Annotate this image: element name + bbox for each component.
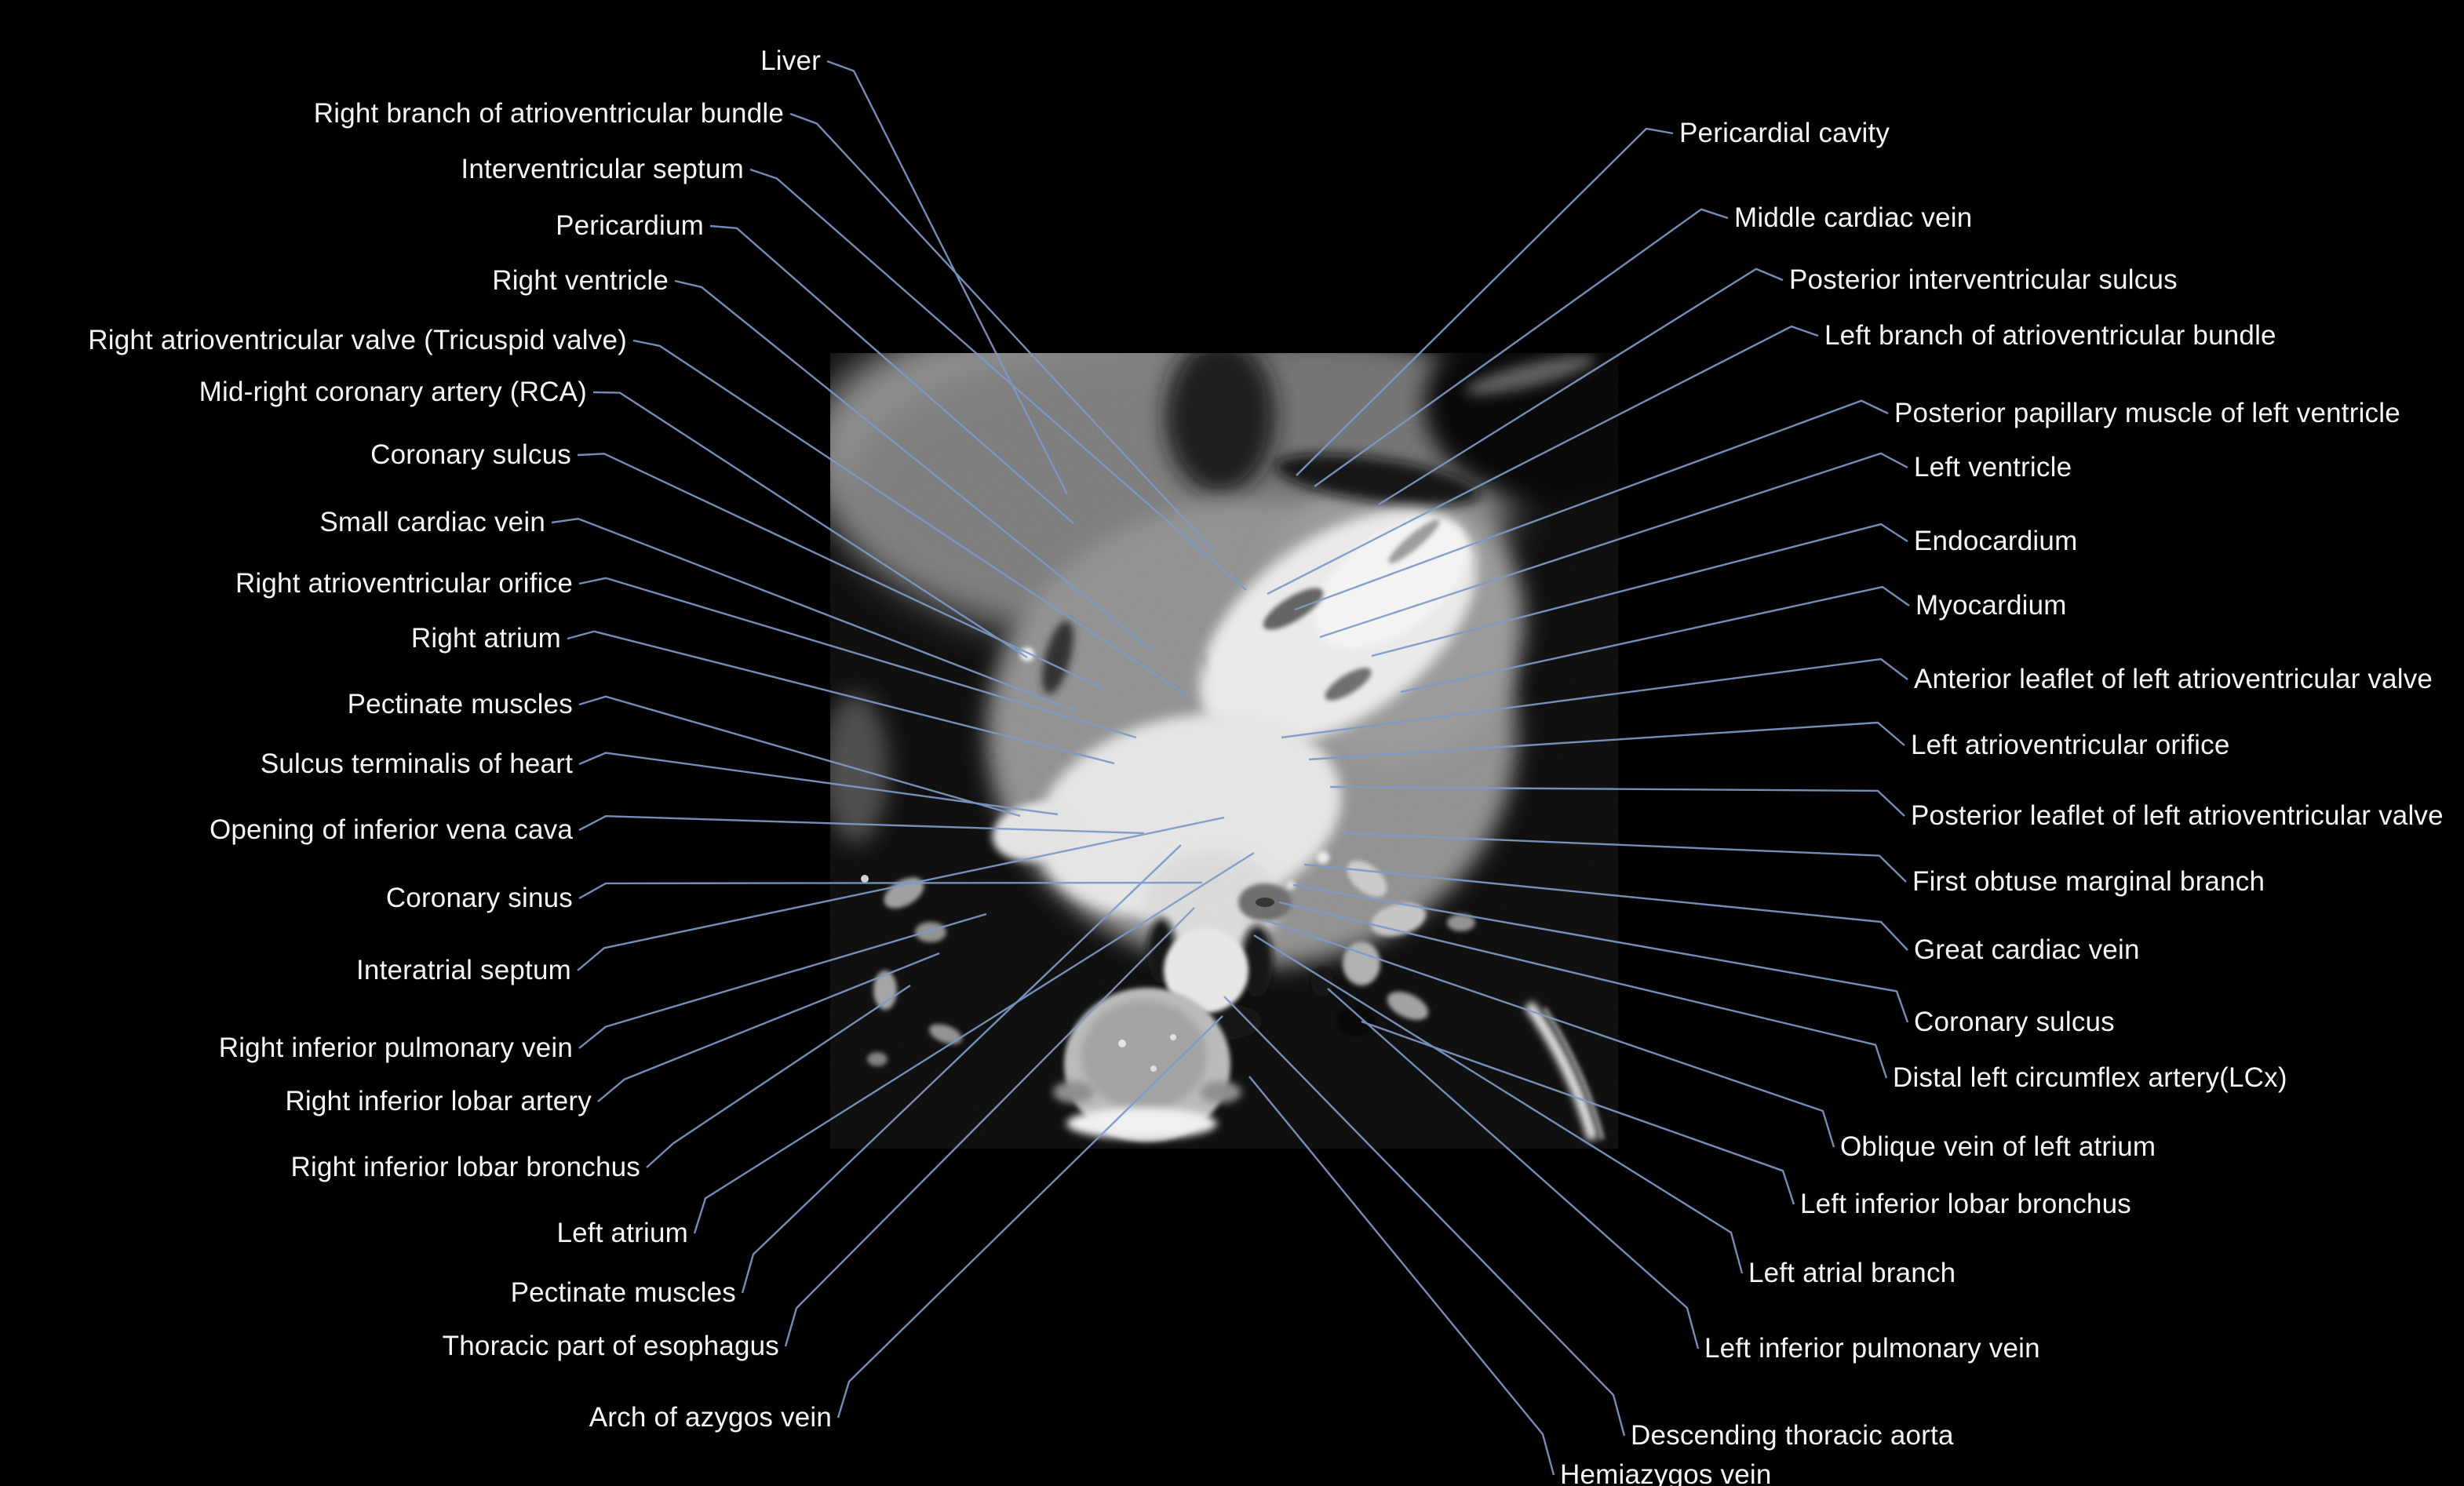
- label-distal-left-circumflex-artery-lcx: Distal left circumflex artery(LCx): [1893, 1062, 2287, 1093]
- label-interatrial-septum: Interatrial septum: [356, 955, 571, 985]
- label-first-obtuse-marginal-branch: First obtuse marginal branch: [1912, 866, 2265, 897]
- label-mid-right-coronary-artery-rca: Mid-right coronary artery (RCA): [199, 377, 587, 407]
- label-coronary-sulcus: Coronary sulcus: [370, 439, 571, 470]
- leader-opening-of-inferior-vena-cava: [578, 815, 1145, 835]
- label-thoracic-part-of-esophagus: Thoracic part of esophagus: [442, 1331, 779, 1361]
- leader-posterior-leaflet-of-left-atrioventricular-valve: [1329, 785, 1905, 817]
- label-right-ventricle: Right ventricle: [492, 265, 669, 296]
- leader-right-atrioventricular-valve-tricuspid-valve: [632, 339, 1190, 698]
- label-left-atrial-branch: Left atrial branch: [1748, 1258, 1956, 1288]
- leader-distal-left-circumflex-artery-lcx: [1278, 901, 1888, 1079]
- label-endocardium: Endocardium: [1914, 526, 2078, 556]
- leader-endocardium: [1371, 523, 1908, 657]
- label-small-cardiac-vein: Small cardiac vein: [319, 507, 545, 537]
- leader-pericardial-cavity: [1296, 127, 1674, 476]
- leader-coronary-sinus: [578, 881, 1203, 900]
- leader-right-inferior-lobar-artery: [597, 952, 940, 1102]
- label-left-atrium: Left atrium: [556, 1218, 688, 1248]
- label-myocardium: Myocardium: [1915, 590, 2067, 621]
- leader-left-ventricle: [1319, 452, 1908, 639]
- label-left-atrioventricular-orifice: Left atrioventricular orifice: [1911, 730, 2230, 760]
- leader-thoracic-part-of-esophagus: [784, 907, 1195, 1347]
- label-interventricular-septum: Interventricular septum: [461, 154, 744, 184]
- label-pectinate-muscles: Pectinate muscles: [347, 689, 573, 719]
- label-left-inferior-lobar-bronchus: Left inferior lobar bronchus: [1800, 1189, 2131, 1219]
- leader-left-branch-of-atrioventricular-bundle: [1267, 325, 1819, 595]
- label-pericardial-cavity: Pericardial cavity: [1679, 118, 1890, 148]
- label-coronary-sulcus: Coronary sulcus: [1914, 1007, 2115, 1037]
- label-right-atrioventricular-orifice: Right atrioventricular orifice: [235, 568, 573, 599]
- label-left-ventricle: Left ventricle: [1914, 452, 2072, 483]
- leader-sulcus-terminalis-of-heart: [578, 752, 1059, 816]
- leader-right-ventricle: [674, 279, 1154, 652]
- leader-mid-right-coronary-artery-rca: [592, 391, 1028, 659]
- label-right-inferior-lobar-artery: Right inferior lobar artery: [285, 1086, 592, 1116]
- leader-interatrial-septum: [577, 816, 1225, 971]
- ct-image: [830, 353, 1618, 1149]
- leader-descending-thoracic-aorta: [1223, 996, 1626, 1437]
- leader-pectinate-muscles: [578, 695, 1021, 818]
- leader-pectinate-muscles: [741, 844, 1182, 1294]
- label-pericardium: Pericardium: [556, 210, 704, 241]
- leader-left-inferior-lobar-bronchus: [1361, 1020, 1795, 1205]
- label-right-inferior-lobar-bronchus: Right inferior lobar bronchus: [290, 1152, 640, 1182]
- leader-interventricular-septum: [749, 168, 1247, 591]
- leader-oblique-vein-of-left-atrium: [1263, 918, 1835, 1148]
- leader-myocardium: [1400, 585, 1910, 694]
- label-middle-cardiac-vein: Middle cardiac vein: [1734, 202, 1973, 233]
- label-left-branch-of-atrioventricular-bundle: Left branch of atrioventricular bundle: [1824, 320, 2276, 351]
- label-left-inferior-pulmonary-vein: Left inferior pulmonary vein: [1704, 1333, 2040, 1364]
- label-right-inferior-pulmonary-vein: Right inferior pulmonary vein: [218, 1033, 573, 1063]
- leader-first-obtuse-marginal-branch: [1340, 832, 1907, 883]
- leader-great-cardiac-vein: [1303, 863, 1908, 951]
- leader-left-atrium: [693, 851, 1255, 1234]
- leader-left-inferior-pulmonary-vein: [1327, 988, 1700, 1349]
- leader-liver: [826, 60, 1069, 495]
- label-right-atrioventricular-valve-tricuspid-valve: Right atrioventricular valve (Tricuspid …: [88, 325, 627, 355]
- label-posterior-papillary-muscle-of-left-ventricle: Posterior papillary muscle of left ventr…: [1894, 398, 2400, 428]
- leader-right-inferior-lobar-bronchus: [646, 985, 911, 1168]
- leader-left-atrioventricular-orifice: [1308, 721, 1905, 761]
- label-great-cardiac-vein: Great cardiac vein: [1914, 934, 2140, 965]
- leader-hemiazygos-vein: [1248, 1076, 1555, 1476]
- label-posterior-interventricular-sulcus: Posterior interventricular sulcus: [1789, 264, 2178, 295]
- leader-lines: [551, 60, 1910, 1476]
- leader-anterior-leaflet-of-left-atrioventricular-valve: [1281, 657, 1908, 739]
- leader-right-inferior-pulmonary-vein: [578, 912, 987, 1049]
- leader-posterior-interventricular-sulcus: [1378, 268, 1784, 506]
- leader-posterior-papillary-muscle-of-left-ventricle: [1294, 399, 1889, 611]
- leader-small-cardiac-vein: [551, 518, 1076, 712]
- label-coronary-sinus: Coronary sinus: [385, 883, 573, 913]
- leader-coronary-sulcus: [1292, 883, 1909, 1023]
- leader-coronary-sulcus: [577, 453, 1103, 690]
- label-right-atrium: Right atrium: [410, 623, 561, 654]
- leader-pericardium: [709, 224, 1074, 524]
- ct-noise-overlay: [830, 353, 1618, 1149]
- leader-left-atrial-branch: [1253, 934, 1744, 1274]
- label-descending-thoracic-aorta: Descending thoracic aorta: [1631, 1420, 1954, 1451]
- label-anterior-leaflet-of-left-atrioventricular-valve: Anterior leaflet of left atrioventricula…: [1914, 664, 2433, 694]
- leader-right-branch-of-atrioventricular-bundle: [789, 112, 1213, 550]
- label-sulcus-terminalis-of-heart: Sulcus terminalis of heart: [260, 748, 573, 779]
- leader-right-atrium: [567, 630, 1115, 765]
- label-opening-of-inferior-vena-cava: Opening of inferior vena cava: [209, 814, 573, 845]
- label-arch-of-azygos-vein: Arch of azygos vein: [589, 1402, 832, 1433]
- label-right-branch-of-atrioventricular-bundle: Right branch of atrioventricular bundle: [313, 98, 784, 129]
- label-posterior-leaflet-of-left-atrioventricular-valve: Posterior leaflet of left atrioventricul…: [1911, 800, 2444, 831]
- label-pectinate-muscles: Pectinate muscles: [510, 1277, 736, 1308]
- leader-middle-cardiac-vein: [1314, 208, 1729, 487]
- leader-right-atrioventricular-orifice: [578, 577, 1137, 739]
- label-liver: Liver: [760, 46, 821, 76]
- label-oblique-vein-of-left-atrium: Oblique vein of left atrium: [1840, 1131, 2156, 1162]
- label-hemiazygos-vein: Hemiazygos vein: [1560, 1459, 1772, 1486]
- leader-arch-of-azygos-vein: [837, 1015, 1223, 1419]
